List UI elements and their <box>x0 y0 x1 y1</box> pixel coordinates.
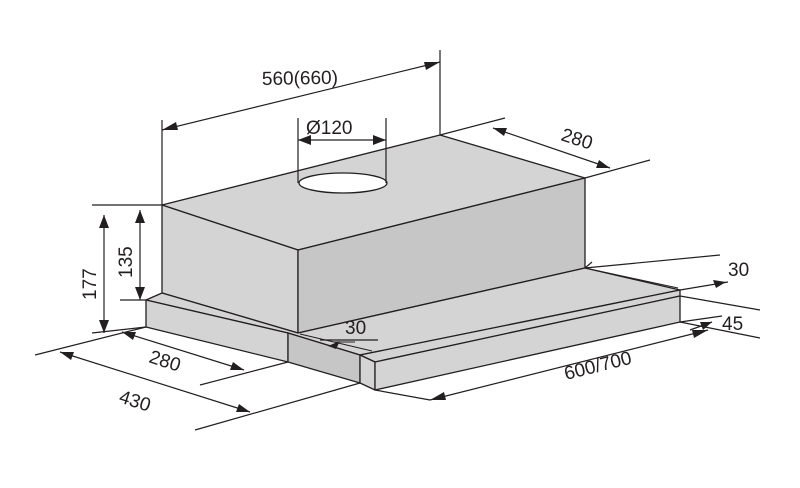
duct-opening <box>298 172 388 194</box>
dim-line-depth-top <box>492 127 611 169</box>
hood-body <box>161 134 586 334</box>
label-depth-bottom: 280 <box>146 347 183 377</box>
label-depth-top: 280 <box>558 125 595 155</box>
dimension-lines <box>59 61 729 413</box>
label-width-top: 560(660) <box>262 68 338 90</box>
dim-line-width-top <box>161 61 441 131</box>
label-height-body: 135 <box>116 246 137 278</box>
extension-lines <box>34 50 761 431</box>
label-duct: Ø120 <box>306 118 352 139</box>
label-front-30: 30 <box>728 260 749 281</box>
label-front-45: 45 <box>722 314 743 335</box>
label-height-total: 177 <box>80 268 101 300</box>
label-width-front: 600/700 <box>562 348 634 385</box>
dim-line-depth-total <box>59 351 251 413</box>
label-depth-total: 430 <box>116 387 153 417</box>
front-bar-face <box>359 354 376 391</box>
dim-line-width-front <box>429 329 709 401</box>
dim-line-depth-bottom <box>121 331 245 371</box>
label-panel: 30 <box>345 318 366 339</box>
